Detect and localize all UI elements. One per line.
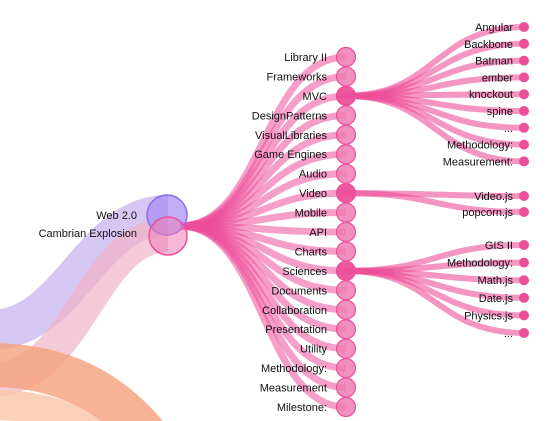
branch-label-visuallibraries: VisualLibraries [255, 130, 327, 142]
band-peach [0, 390, 102, 421]
branch-label-utility: Utility [300, 344, 327, 356]
branch-label-designpatterns: DesignPatterns [252, 110, 328, 122]
leaf-node-mvc-angular[interactable] [519, 22, 529, 32]
leaf-label-video-video-js: Video.js [474, 191, 513, 203]
leaf-label-sciences-gis-ii: GIS II [485, 240, 513, 252]
branch-node-presentation[interactable] [335, 319, 357, 340]
leaf-label-mvc-ember: ember [482, 72, 514, 84]
leaf-label-mvc-angular: Angular [475, 22, 513, 34]
branch-node-measurement[interactable] [335, 377, 357, 398]
leaf-node-mvc-measurement[interactable] [519, 156, 529, 167]
leaf-node-sciences-physics-js[interactable] [519, 310, 529, 321]
leaf-node-sciences-ellipsis[interactable] [519, 328, 529, 338]
branch-node-game-engines[interactable] [335, 144, 357, 165]
leaf-label-mvc-methodology: Methodology: [447, 140, 513, 152]
leaf-node-sciences-math-js[interactable] [519, 275, 529, 286]
branch-node-video[interactable] [335, 183, 357, 204]
branch-node-mvc[interactable] [335, 85, 357, 106]
band-lavender [0, 195, 170, 350]
leaf-node-sciences-date-js[interactable] [519, 292, 529, 303]
branch-label-mobile: Mobile [295, 208, 327, 220]
branch-label-sciences: Sciences [282, 266, 327, 278]
leaf-label-sciences-methodology: Methodology: [447, 258, 513, 270]
branch-label-video: Video [299, 188, 327, 200]
leaf-label-mvc-batman: Batman [475, 56, 513, 68]
branch-label-api: API [309, 227, 327, 239]
branch-node-utility[interactable] [335, 338, 357, 359]
branch-node-methodology[interactable] [335, 358, 357, 379]
leaf-node-mvc-ellipsis[interactable] [519, 122, 529, 133]
band-orange [0, 343, 163, 421]
leaf-node-video-popcorn-js[interactable] [519, 207, 529, 217]
branch-label-measurement: Measurement [260, 383, 327, 395]
branch-label-audio: Audio [299, 169, 327, 181]
leaf-node-mvc-ember[interactable] [519, 72, 529, 83]
branch-node-api[interactable] [335, 221, 357, 243]
branch-label-collaboration: Collaboration [262, 305, 327, 317]
branch-label-library-ii: Library II [284, 52, 327, 64]
leaf-label-video-popcorn-js: popcorn.js [462, 207, 513, 219]
branch-label-game-engines: Game Engines [254, 149, 327, 161]
root-node-cambrian-explosion[interactable] [148, 216, 188, 256]
leaf-label-sciences-physics-js: Physics.js [464, 310, 513, 322]
tree-links [179, 24, 525, 411]
branch-node-collaboration[interactable] [335, 299, 357, 320]
branch-node-frameworks[interactable] [335, 66, 357, 87]
branch-label-charts: Charts [295, 246, 328, 258]
leaf-node-mvc-knockout[interactable] [519, 89, 529, 100]
branch-label-milestone: Milestone: [277, 402, 327, 414]
leaf-node-mvc-spine[interactable] [519, 106, 529, 116]
branch-label-mvc: MVC [303, 91, 328, 103]
branch-node-mobile[interactable] [335, 202, 357, 223]
branch-node-audio[interactable] [335, 163, 357, 184]
root-label-web-2-0: Web 2.0 [96, 210, 137, 222]
link-milestone [179, 222, 347, 411]
branch-node-designpatterns[interactable] [335, 105, 357, 126]
leaf-node-sciences-gis-ii[interactable] [519, 240, 529, 250]
leaf-label-mvc-ellipsis: ... [504, 123, 513, 135]
link-sciences-ellipsis [345, 267, 525, 336]
leaf-node-mvc-batman[interactable] [519, 55, 529, 66]
branch-label-presentation: Presentation [265, 324, 327, 336]
branch-node-milestone[interactable] [335, 396, 357, 418]
branch-label-methodology: Methodology: [261, 363, 327, 375]
leaf-label-mvc-backbone: Backbone [464, 39, 513, 51]
branch-label-frameworks: Frameworks [266, 71, 327, 83]
leaf-node-mvc-methodology[interactable] [519, 139, 529, 150]
branch-node-library-ii[interactable] [335, 46, 357, 68]
link-mvc-measurement [345, 92, 525, 165]
leaf-node-video-video-js[interactable] [519, 191, 529, 201]
branch-node-documents[interactable] [335, 280, 357, 301]
background-bands [0, 195, 170, 421]
branch-node-charts[interactable] [335, 241, 357, 262]
leaf-label-sciences-ellipsis: ... [504, 328, 513, 340]
leaf-node-mvc-backbone[interactable] [519, 38, 529, 49]
root-label-cambrian-explosion: Cambrian Explosion [39, 228, 137, 240]
leaf-node-sciences-methodology[interactable] [519, 257, 529, 268]
leaf-label-mvc-spine: spine [487, 106, 513, 118]
leaf-label-mvc-knockout: knockout [469, 89, 513, 101]
leaf-label-mvc-measurement: Measurement: [443, 156, 513, 168]
branch-label-documents: Documents [271, 285, 327, 297]
link-video-popcorn-js [345, 190, 525, 215]
leaf-label-sciences-date-js: Date.js [479, 293, 514, 305]
leaf-label-sciences-math-js: Math.js [478, 275, 514, 287]
branch-node-sciences[interactable] [335, 260, 357, 281]
branch-node-visuallibraries[interactable] [335, 124, 357, 145]
